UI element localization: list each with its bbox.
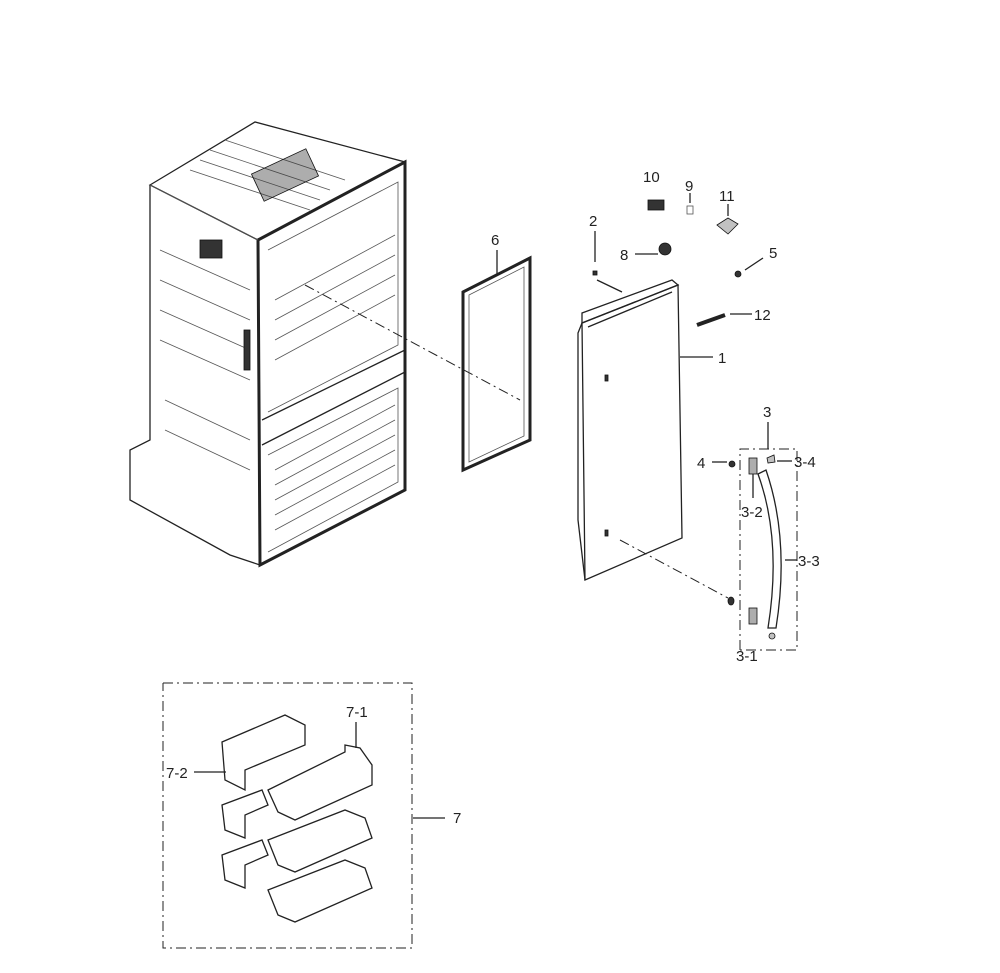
leader-lines — [194, 193, 797, 819]
label-3-2: 3-2 — [741, 504, 763, 521]
label-8: 8 — [620, 247, 628, 264]
part-2 — [592, 270, 598, 276]
part-10 — [647, 199, 665, 211]
label-3-3: 3-3 — [798, 553, 820, 570]
handle-assembly — [728, 448, 798, 651]
label-7-2: 7-2 — [166, 765, 188, 782]
door-bins-assembly — [162, 682, 413, 949]
label-11: 11 — [719, 188, 735, 205]
label-1: 1 — [718, 350, 726, 367]
part-8 — [658, 242, 672, 256]
part-5 — [734, 270, 742, 278]
label-3-1: 3-1 — [736, 648, 758, 665]
part-9 — [686, 205, 694, 215]
label-7: 7 — [453, 810, 461, 827]
door-assembly — [577, 279, 683, 581]
part-11 — [716, 217, 739, 235]
label-10: 10 — [643, 169, 660, 186]
label-12: 12 — [754, 307, 771, 324]
alignment-line — [304, 284, 521, 401]
label-7-1: 7-1 — [346, 704, 368, 721]
label-4: 4 — [697, 455, 705, 472]
door-gasket — [461, 255, 532, 473]
label-5: 5 — [769, 245, 777, 262]
label-3: 3 — [763, 404, 771, 421]
label-2: 2 — [589, 213, 597, 230]
refrigerator-cabinet — [129, 121, 407, 568]
label-3-4: 3-4 — [794, 454, 816, 471]
label-6: 6 — [491, 232, 499, 249]
label-9: 9 — [685, 178, 693, 195]
part-12 — [696, 313, 726, 327]
screw-part — [727, 596, 735, 606]
